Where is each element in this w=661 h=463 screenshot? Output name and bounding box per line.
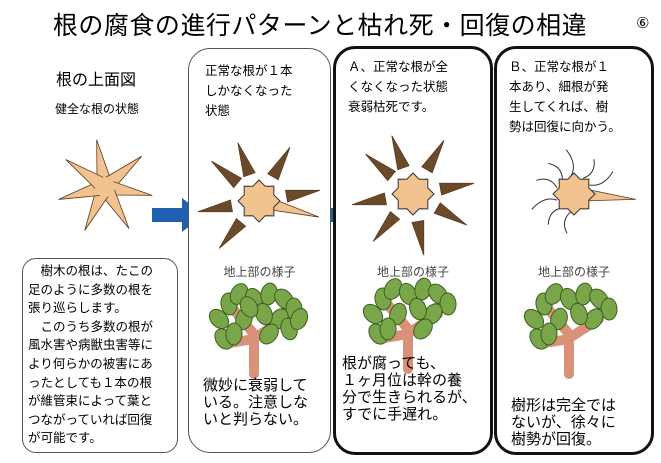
- fine-root: [531, 198, 558, 210]
- fine-root: [548, 162, 563, 181]
- text-line: 張り巡らします。: [28, 300, 127, 316]
- panel-one-root: 正常な根が１本しかなくなった状態地上部の様子微妙に衰弱している。注意しないと判ら…: [188, 48, 331, 453]
- panel-result-text: 樹形は完全ではないが、徐々に樹勢が回復。: [511, 397, 616, 448]
- rotten-root: [439, 182, 475, 196]
- fine-root: [547, 207, 563, 225]
- panel-result-text: 根が腐っても、１ヶ月位は幹の養分で生きられるが、すでに手遅れ。: [342, 355, 477, 423]
- healthy-root-diagram: [58, 139, 153, 231]
- text-line: １ヶ月位は幹の養: [342, 371, 463, 389]
- rotten-root: [285, 189, 321, 203]
- text-line: 微妙に衰弱して: [203, 376, 308, 394]
- ground-label: 地上部の様子: [223, 265, 296, 279]
- fine-root: [563, 211, 572, 234]
- root-diagram: [351, 135, 475, 256]
- panel-b-recovery: Ｂ、正常な根が１ 本あり、細根が発生してくれば、樹勢は回復に向かう。地上部の様子樹…: [494, 46, 654, 455]
- intro-subheading: 健全な根の状態: [55, 102, 140, 116]
- text-line: つながっていれば回復: [28, 411, 153, 427]
- text-line: が維管束によって葉と: [28, 393, 153, 409]
- text-line: 衰弱枯死です。: [348, 99, 435, 114]
- root-hub: [552, 172, 596, 216]
- leaf: [239, 296, 259, 318]
- text-line: すでに手遅れ。: [342, 405, 448, 423]
- tree-illustration: [523, 282, 618, 379]
- text-line: ったとしても１本の根: [28, 374, 153, 390]
- text-line: 樹形は完全では: [511, 396, 617, 414]
- root-diagram: [531, 149, 636, 234]
- rotten-root: [421, 140, 445, 174]
- rotten-root: [197, 199, 233, 213]
- tree-illustration: [208, 282, 309, 379]
- leaf: [540, 322, 558, 346]
- leaf: [259, 323, 279, 345]
- text-line: が可能です。: [28, 430, 102, 446]
- panel-caption: 正常な根が１本しかなくなった状態: [205, 61, 293, 121]
- text-line: ないが、徐々に: [511, 413, 616, 431]
- panel-caption: Ａ、正常な根が全くなくなった状態衰弱枯死です。: [348, 57, 448, 117]
- leaf: [225, 322, 243, 346]
- text-line: いる。注意しな: [203, 393, 309, 411]
- text-line: 本あり、細根が発: [509, 79, 609, 94]
- rotten-root: [391, 135, 410, 171]
- panel-a-dieback: Ａ、正常な根が全くなくなった状態衰弱枯死です。地上部の様子根が腐っても、１ヶ月位…: [333, 46, 493, 455]
- intro-heading: 根の上面図: [56, 70, 137, 89]
- page-title: 根の腐食の進行パターンと枯れ死・回復の相違: [52, 11, 588, 40]
- slide-number: ⑥: [636, 14, 650, 32]
- text-line: 根が腐っても、: [342, 354, 446, 372]
- rotten-root: [372, 210, 401, 242]
- leaf: [600, 297, 618, 321]
- text-line: くなくなった状態: [348, 79, 449, 94]
- fine-root: [536, 178, 558, 189]
- fine-root: [582, 159, 595, 179]
- text-line: 風水害や病獣虫害等に: [28, 337, 154, 353]
- root-diagram: [197, 142, 321, 249]
- rotten-root: [267, 147, 291, 181]
- root-hub: [237, 179, 281, 223]
- intro-description-box: 樹木の根は、たこの足のように多数の根を張り巡らします。 このうち多数の根が風水害…: [22, 258, 178, 453]
- text-line: 足のように多数の根を: [28, 281, 154, 297]
- text-line: このうち多数の根が: [28, 318, 154, 334]
- text-line: 樹木の根は、たこの: [28, 263, 154, 278]
- root-hub: [391, 172, 435, 216]
- panel-caption: Ｂ、正常な根が１ 本あり、細根が発生してくれば、樹勢は回復に向かう。: [509, 57, 621, 137]
- text-line: しかなくなった: [205, 83, 293, 98]
- text-line: いと判らない。: [203, 410, 309, 428]
- text-line: Ａ、正常な根が全: [348, 59, 449, 74]
- leaf: [409, 297, 427, 321]
- panel-result-text: 微妙に衰弱している。注意しないと判らない。: [203, 377, 308, 428]
- text-line: 正常な根が１本: [205, 63, 293, 78]
- tree-illustration: [362, 277, 457, 374]
- intro-description: 樹木の根は、たこの足のように多数の根を張り巡らします。 このうち多数の根が風水害…: [28, 262, 153, 448]
- text-line: 樹勢が回復。: [511, 430, 602, 448]
- text-line: 生してくれば、樹: [509, 99, 609, 114]
- text-line: 状態: [205, 103, 231, 118]
- text-line: より何らかの被害にあ: [28, 355, 153, 371]
- text-line: Ｂ、正常な根が１: [509, 59, 610, 74]
- leaf: [379, 317, 397, 341]
- leaf: [570, 302, 588, 326]
- rotten-root: [433, 202, 467, 226]
- rotten-root: [211, 160, 243, 189]
- rotten-root: [237, 142, 256, 178]
- fine-root: [565, 149, 574, 177]
- ground-label: 地上部の様子: [537, 265, 610, 279]
- rotten-root: [218, 217, 247, 249]
- leaf: [439, 292, 457, 316]
- leaf: [413, 318, 433, 340]
- ground-label: 地上部の様子: [376, 265, 449, 279]
- root-center: [95, 177, 115, 197]
- rotten-root: [365, 153, 397, 182]
- rotten-root: [411, 220, 425, 256]
- text-line: 分で生きられるが、: [342, 388, 477, 406]
- fine-root: [589, 171, 614, 186]
- leaf: [289, 307, 309, 331]
- text-line: 勢は回復に向かう。: [509, 119, 621, 134]
- leaf: [255, 302, 273, 326]
- rotten-root: [351, 192, 387, 206]
